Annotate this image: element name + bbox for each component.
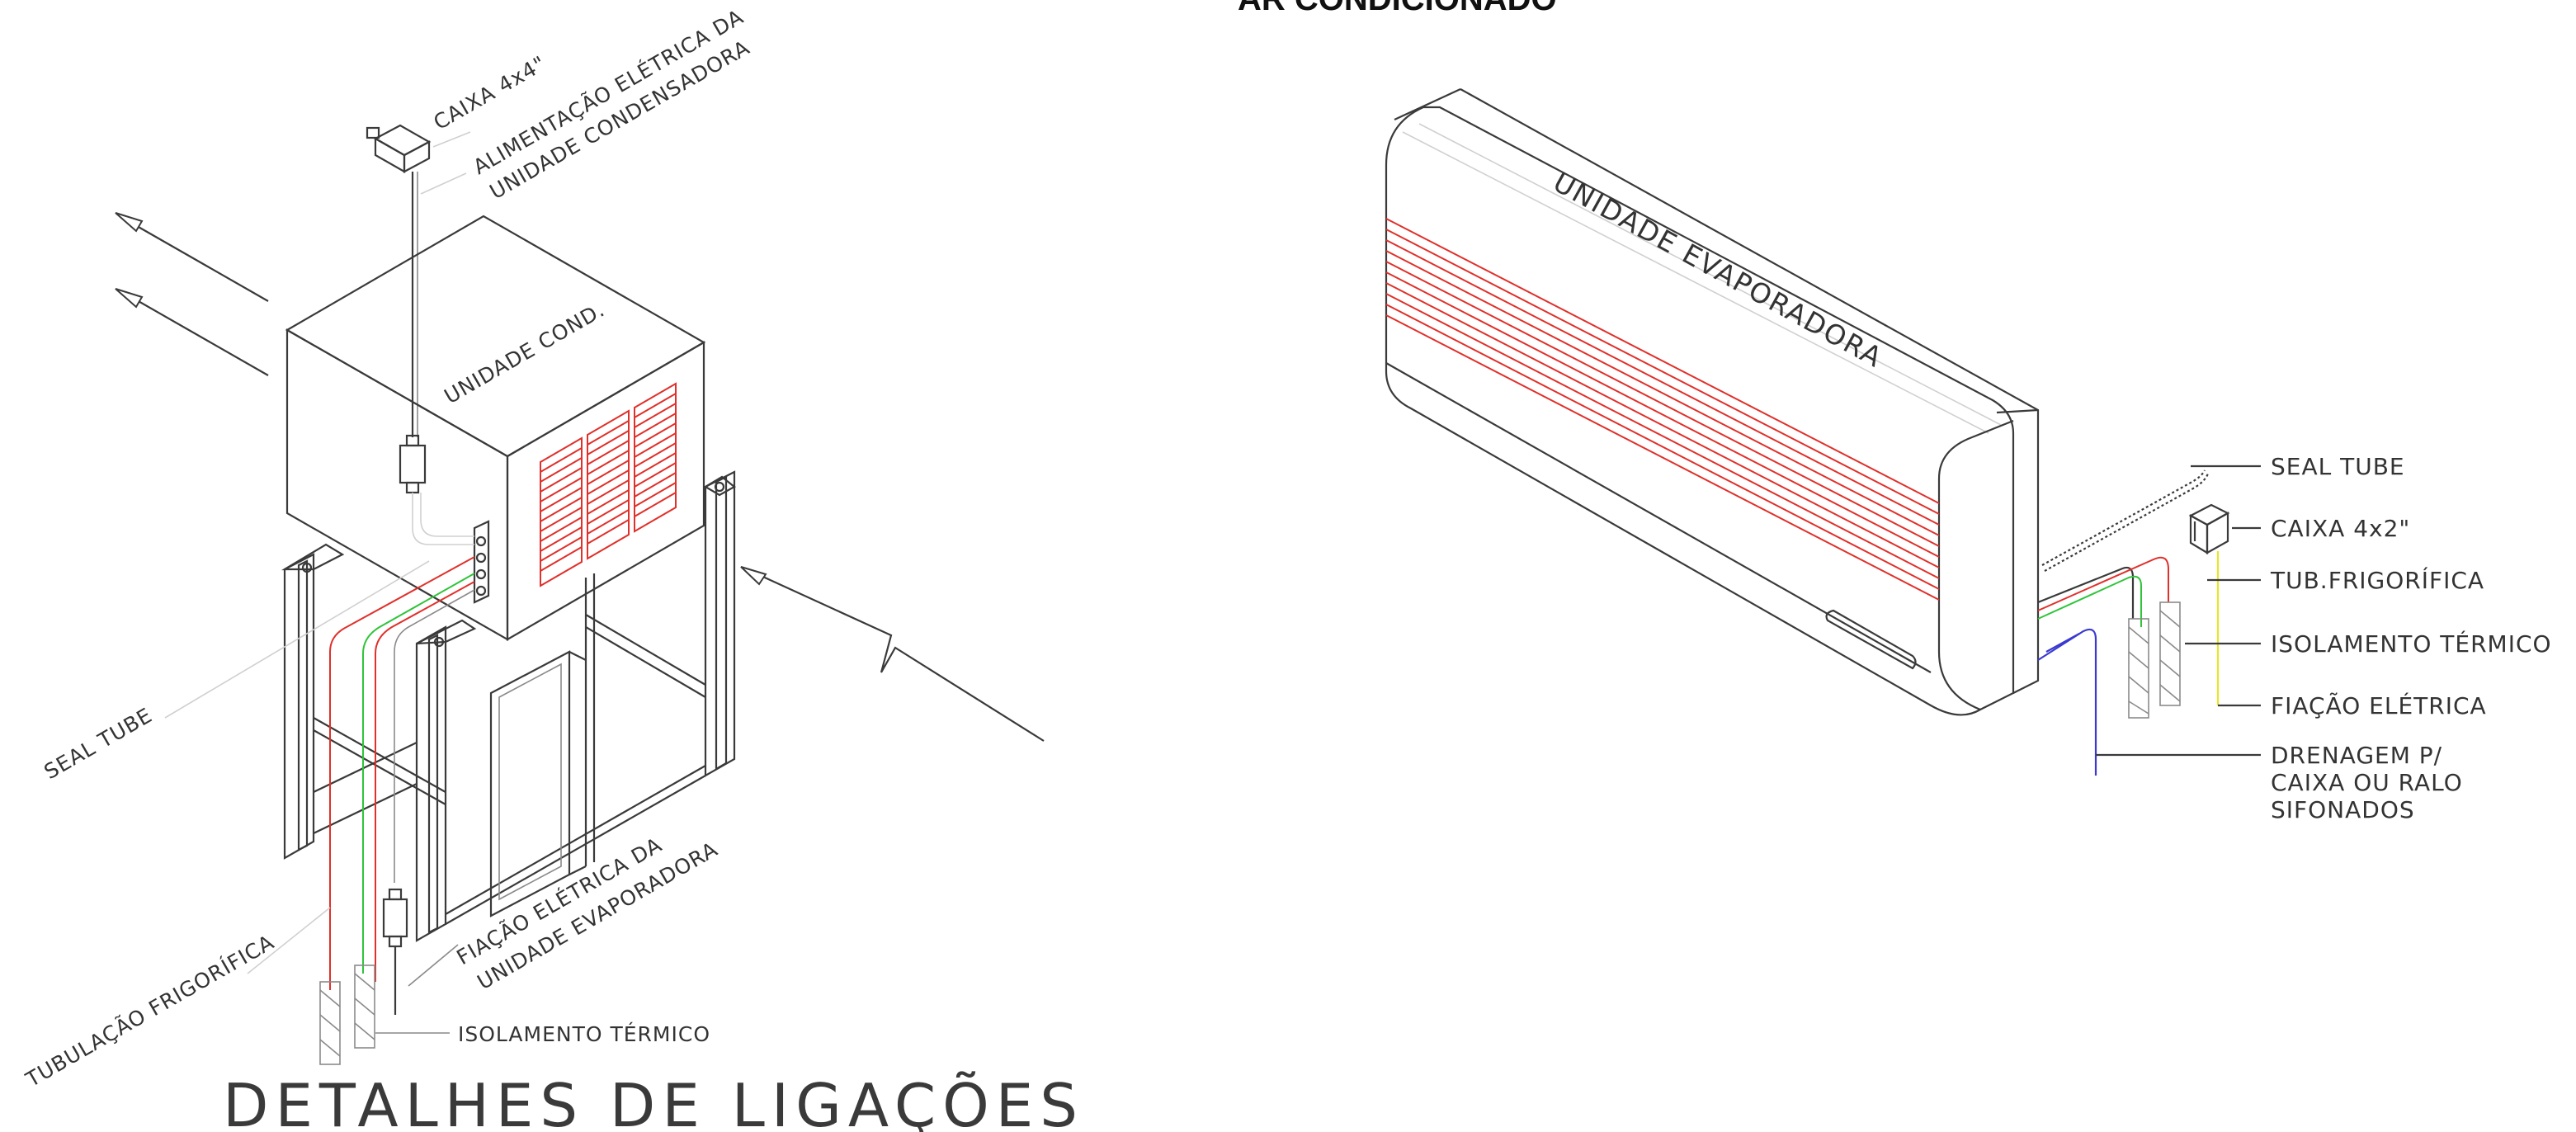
refrigerant-pipes: [329, 556, 475, 990]
callout-drenagem-line1: DRENAGEM P/: [2271, 742, 2442, 769]
seal-tube: [2041, 469, 2210, 572]
condensing-unit-detail: UNIDADE COND.: [21, 4, 1045, 1092]
service-valves: [473, 520, 490, 604]
drawing-title: DETALHES DE LIGAÇÕES: [223, 1071, 1084, 1132]
disconnect-switch: [399, 434, 474, 545]
condenser-grille: [540, 382, 677, 587]
insulation-label-left: ISOLAMENTO TÉRMICO: [458, 1022, 710, 1046]
callout-tub-frigorifica: TUB.FRIGORÍFICA: [2270, 566, 2484, 594]
evaporator-unit-detail: UNIDADE EVAPORADORA: [1385, 88, 2552, 823]
thermal-insulation-sleeves: [319, 965, 375, 1065]
electrical-box-4x4: [366, 124, 432, 437]
airflow-arrow-right: [740, 566, 1045, 742]
evaporator-disconnect: [382, 888, 408, 1015]
seal-tube-label-left: SEAL TUBE: [40, 703, 157, 784]
right-leaders: [2096, 465, 2261, 757]
drawing-header: AR CONDICIONADO: [1238, 0, 1557, 17]
evaporator-vanes: [1385, 218, 1940, 601]
callout-seal-tube: SEAL TUBE: [2271, 453, 2405, 480]
left-leaders: [164, 131, 471, 1034]
callout-isolamento-termico: ISOLAMENTO TÉRMICO: [2271, 630, 2552, 658]
evaporator-unit-label: UNIDADE EVAPORADORA: [1548, 166, 1889, 374]
refrigerant-pipe-label: TUBULAÇÃO FRIGORÍFICA: [21, 929, 278, 1092]
callout-drenagem-line2: CAIXA OU RALO: [2271, 769, 2463, 796]
airflow-arrows-left: [115, 212, 269, 376]
condensing-unit-label: UNIDADE COND.: [441, 297, 609, 408]
evaporator-unit-body: UNIDADE EVAPORADORA: [1385, 88, 2040, 716]
callout-fiacao-eletrica: FIAÇÃO ELÉTRICA: [2271, 691, 2487, 719]
evaporator-pipes: [2037, 556, 2169, 776]
callout-drenagem-line3: SIFONADOS: [2271, 796, 2415, 823]
electrical-box-4x2: [2188, 503, 2230, 705]
callout-caixa-4x2: CAIXA 4x2": [2271, 515, 2410, 542]
condensing-unit-box: UNIDADE COND.: [285, 215, 706, 641]
unit-stand: [281, 470, 736, 942]
evaporator-insulation: [2128, 601, 2181, 719]
